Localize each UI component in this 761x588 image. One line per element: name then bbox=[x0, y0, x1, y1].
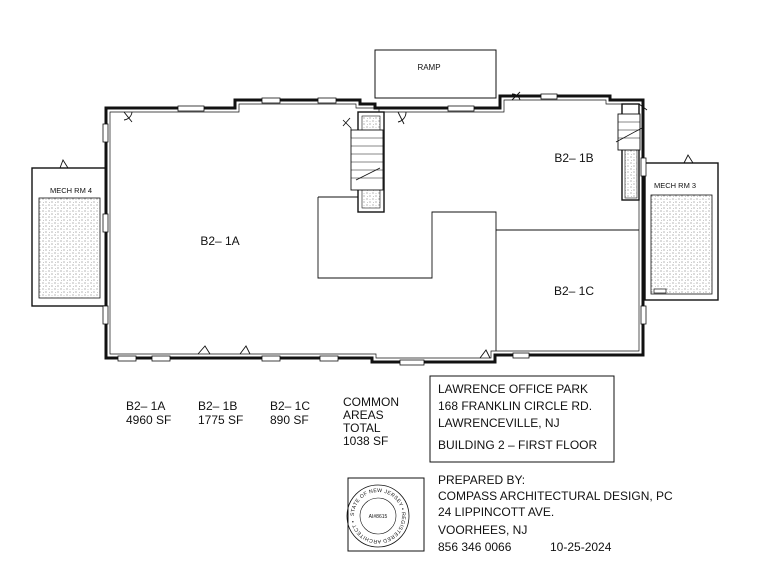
seal-number: AI#8615 bbox=[369, 514, 388, 520]
building-outline bbox=[104, 94, 645, 364]
mech-room-3-label: MECH RM 3 bbox=[654, 181, 696, 190]
common-line-3: TOTAL bbox=[343, 421, 381, 435]
area-b2-1b-sf: 1775 SF bbox=[198, 413, 243, 427]
mech-room-4: MECH RM 4 bbox=[31, 158, 107, 307]
stair-right bbox=[615, 103, 643, 201]
unit-label-b2-1a: B2– 1A bbox=[200, 234, 239, 248]
prepared-by: PREPARED BY: COMPASS ARCHITECTURAL DESIG… bbox=[438, 473, 673, 554]
area-b2-1a-name: B2– 1A bbox=[126, 399, 165, 413]
title-line-4: BUILDING 2 – FIRST FLOOR bbox=[438, 438, 597, 452]
unit-labels: B2– 1A B2– 1B B2– 1C bbox=[200, 151, 594, 298]
area-b2-1b-name: B2– 1B bbox=[198, 399, 237, 413]
prepared-phone: 856 346 0066 bbox=[438, 540, 512, 554]
mech-room-4-label: MECH RM 4 bbox=[50, 186, 92, 195]
prepared-city: VOORHEES, NJ bbox=[438, 523, 527, 537]
unit-label-b2-1b: B2– 1B bbox=[554, 151, 593, 165]
common-line-1: COMMON bbox=[343, 395, 399, 409]
stair-left bbox=[342, 111, 385, 213]
interior-walls bbox=[317, 196, 639, 351]
prepared-date: 10-25-2024 bbox=[550, 540, 612, 554]
area-b2-1c-name: B2– 1C bbox=[270, 399, 310, 413]
mech-room-3: MECH RM 3 bbox=[644, 154, 719, 301]
area-schedule: B2– 1A 4960 SF B2– 1B 1775 SF B2– 1C 890… bbox=[126, 395, 399, 448]
prepared-street: 24 LIPPINCOTT AVE. bbox=[438, 505, 554, 519]
windows bbox=[102, 93, 647, 366]
unit-label-b2-1c: B2– 1C bbox=[554, 284, 594, 298]
doors bbox=[123, 91, 648, 359]
title-line-3: LAWRENCEVILLE, NJ bbox=[438, 416, 560, 430]
ramp: RAMP bbox=[374, 49, 497, 99]
architect-seal: STATE OF NEW JERSEY • REGISTERED ARCHITE… bbox=[346, 477, 425, 552]
title-line-1: LAWRENCE OFFICE PARK bbox=[438, 382, 588, 396]
prepared-firm: COMPASS ARCHITECTURAL DESIGN, PC bbox=[438, 489, 673, 503]
common-line-4: 1038 SF bbox=[343, 434, 388, 448]
title-line-2: 168 FRANKLIN CIRCLE RD. bbox=[438, 399, 592, 413]
title-block: LAWRENCE OFFICE PARK 168 FRANKLIN CIRCLE… bbox=[429, 375, 615, 463]
ramp-label: RAMP bbox=[417, 63, 440, 72]
prepared-heading: PREPARED BY: bbox=[438, 473, 525, 487]
common-line-2: AREAS bbox=[343, 408, 384, 422]
area-b2-1a-sf: 4960 SF bbox=[126, 413, 171, 427]
area-b2-1c-sf: 890 SF bbox=[270, 413, 309, 427]
